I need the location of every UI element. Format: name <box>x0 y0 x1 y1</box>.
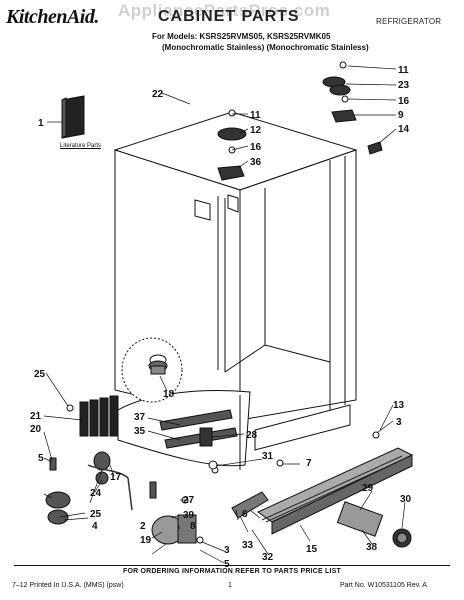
callout-13: 13 <box>393 400 405 411</box>
footer-divider <box>14 565 450 566</box>
models-line: For Models: KSRS25RVMS05, KSRS25RVMK05 <box>152 32 331 41</box>
callout-15: 15 <box>306 544 318 555</box>
callout-3b: 3 <box>224 545 230 556</box>
callout-9: 9 <box>398 110 404 121</box>
callout-28: 28 <box>246 430 258 441</box>
callout-6: 6 <box>242 509 248 520</box>
callout-5a: 5 <box>38 453 44 464</box>
cabinet-shell <box>113 111 358 470</box>
callout-17: 17 <box>110 472 122 483</box>
callout-36: 36 <box>250 157 262 168</box>
callout-1: 1 <box>38 118 44 129</box>
callout-11b: 11 <box>250 110 261 121</box>
callout-16b: 16 <box>250 142 262 153</box>
callout-39: 39 <box>183 510 195 521</box>
bottom-right-parts <box>336 501 412 548</box>
callout-27: 27 <box>183 495 195 506</box>
vent-panel <box>79 395 119 437</box>
callout-14: 14 <box>398 124 410 135</box>
callout-32: 32 <box>262 552 274 563</box>
callout-23: 23 <box>398 80 410 91</box>
callout-22: 22 <box>152 89 164 100</box>
top-hinge-parts <box>217 61 383 181</box>
callout-5b: 5 <box>224 559 230 570</box>
callout-18: 18 <box>163 389 175 400</box>
print-info: 7–12 Printed In U.S.A. (MMS) (psw) <box>12 582 124 589</box>
callout-33: 33 <box>242 540 254 551</box>
callout-7: 7 <box>306 458 312 469</box>
literature-booklet <box>61 95 85 139</box>
callout-35: 35 <box>134 426 146 437</box>
tube-cutout <box>121 337 183 403</box>
bottom-left-parts <box>45 404 219 545</box>
callout-29: 29 <box>362 483 374 494</box>
page-title: CABINET PARTS <box>158 8 300 25</box>
literature-label: Literature Parts <box>60 143 102 149</box>
callout-12: 12 <box>250 125 262 136</box>
callout-3a: 3 <box>396 417 402 428</box>
closer-assembly <box>159 409 380 470</box>
callout-16a: 16 <box>398 96 410 107</box>
callout-20: 20 <box>30 424 42 435</box>
callout-2: 2 <box>140 521 146 532</box>
part-number: Part No. W10531105 Rev. A <box>340 582 427 589</box>
callout-11a: 11 <box>398 65 409 76</box>
callout-31: 31 <box>262 451 274 462</box>
toe-grille <box>231 447 414 535</box>
callout-numbers: 1 2 3 3 4 5 5 6 7 8 9 11 11 12 13 14 15 … <box>30 65 412 570</box>
callout-21: 21 <box>30 411 42 422</box>
page-number: 1 <box>228 582 232 589</box>
callout-24: 24 <box>90 488 102 499</box>
leader-lines <box>43 65 406 564</box>
callout-38: 38 <box>366 542 378 553</box>
callout-19: 19 <box>140 535 152 546</box>
callout-37: 37 <box>134 412 146 423</box>
ordering-info: FOR ORDERING INFORMATION REFER TO PARTS … <box>122 568 342 575</box>
callout-30: 30 <box>400 494 412 505</box>
category-label: REFRIGERATOR <box>376 17 442 26</box>
variants-line: (Monochromatic Stainless) (Monochromatic… <box>162 43 369 52</box>
callout-25b: 25 <box>90 509 102 520</box>
callout-25a: 25 <box>34 369 46 380</box>
brand-logo: KitchenAid. <box>6 6 99 28</box>
callout-4: 4 <box>92 521 98 532</box>
callout-8: 8 <box>190 521 196 532</box>
